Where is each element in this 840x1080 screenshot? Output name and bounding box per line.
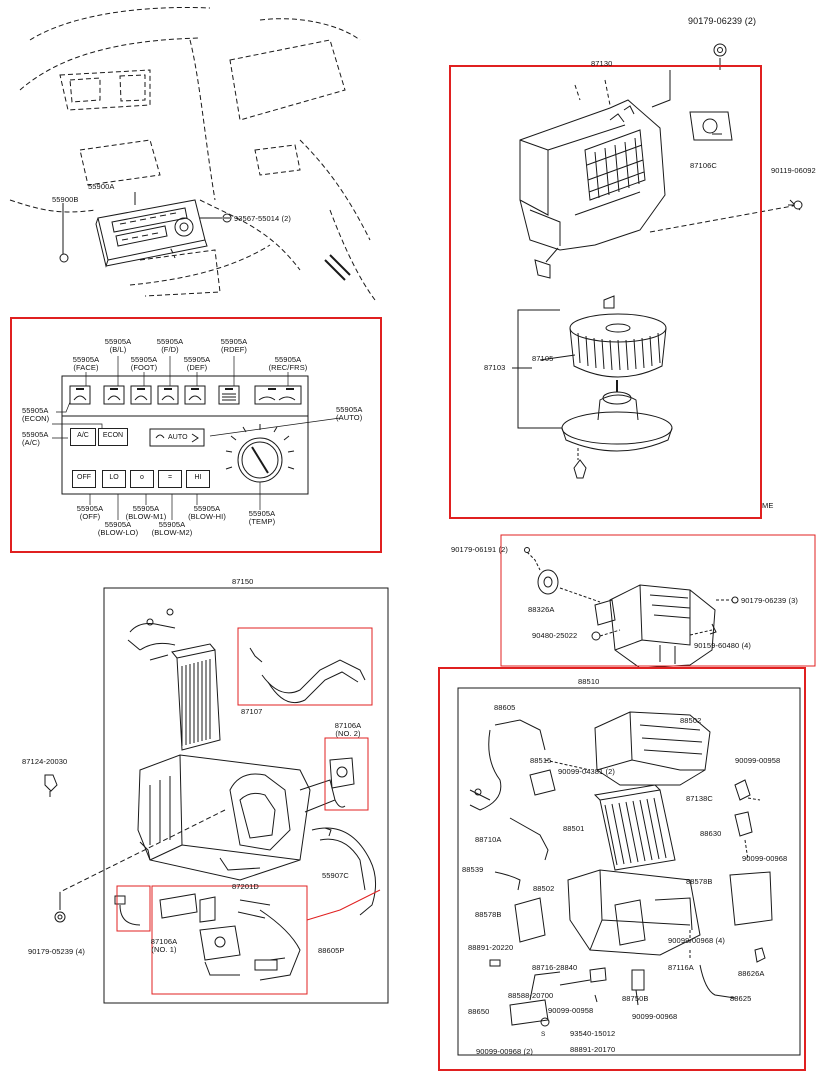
label-blow-m2: 55905A(BLOW-M2): [151, 520, 193, 537]
label-90159-60480: 90159-60480 (4): [694, 641, 751, 650]
label-88588-20700: 88588-20700: [508, 991, 554, 1000]
label-bl: 55905A(B/L): [104, 337, 132, 354]
heater-drawing: [44, 587, 389, 1004]
control-panel-drawing: [61, 375, 309, 495]
label-90480-25022: 90480-25022: [532, 631, 578, 640]
label-88326A: 88326A: [528, 605, 555, 614]
label-87150: 87150: [232, 577, 254, 586]
label-87106C: 87106C: [690, 161, 717, 170]
label-88502-top: 88502: [680, 716, 702, 725]
label-88626A: 88626A: [738, 969, 765, 978]
label-93540-15012: 93540-15012: [570, 1029, 616, 1038]
label-87201D: 87201D: [232, 882, 259, 891]
label-blow-hi: 55905A(BLOW-HI): [188, 504, 226, 521]
label-me: ME: [762, 501, 774, 510]
label-88578B-right: 88578B: [686, 877, 713, 886]
s-mark: S: [541, 1031, 546, 1038]
label-90119-06092: 90119-06092: [771, 166, 816, 175]
label-off: 55905A(OFF): [76, 504, 104, 521]
label-88710A: 88710A: [475, 835, 502, 844]
label-ac: 55905A(A/C): [22, 430, 49, 447]
hi-button: HI: [186, 470, 210, 488]
label-88650: 88650: [468, 1007, 490, 1016]
econ-button: ECON: [98, 428, 128, 446]
label-87116A: 87116A: [668, 963, 694, 972]
label-88891-20170: 88891-20170: [570, 1045, 616, 1054]
label-rdef: 55905A(RDEF): [220, 337, 248, 354]
label-88630: 88630: [700, 829, 722, 838]
label-90099-04381: 90099-04381 (2): [558, 767, 615, 776]
label-88605: 88605: [494, 703, 516, 712]
label-88891-20220: 88891-20220: [468, 943, 514, 952]
label-55900B: 55900B: [52, 195, 79, 204]
label-econ: 55905A(ECON): [22, 406, 50, 423]
blower-drawing: [512, 43, 803, 479]
auto-button-label: AUTO: [168, 434, 188, 441]
label-87124-20030: 87124-20030: [22, 757, 68, 766]
label-87138C: 87138C: [686, 794, 713, 803]
label-87107: 87107: [241, 707, 263, 716]
label-auto: 55905A(AUTO): [336, 405, 363, 422]
lo-button: LO: [102, 470, 126, 488]
label-88502-bottom: 88502: [533, 884, 555, 893]
m2-button: =: [158, 470, 182, 488]
label-90179-06191: 90179-06191 (2): [451, 545, 508, 554]
label-88510: 88510: [578, 677, 600, 686]
label-foot: 55905A(FOOT): [130, 355, 158, 372]
label-blow-m1: 55905A(BLOW-M1): [125, 504, 167, 521]
label-90099-00958-b: 90099-00958: [548, 1006, 594, 1015]
cooling-unit-small-drawing: [524, 547, 739, 669]
label-88501: 88501: [563, 824, 585, 833]
label-recfrs: 55905A(REC/FRS): [268, 355, 308, 372]
label-90099-00968-4: 90099-00968 (4): [668, 936, 725, 945]
highlight-frames: [10, 65, 816, 1071]
label-88578B-left: 88578B: [475, 910, 502, 919]
label-90179-06239-2: 90179-06239 (2): [688, 16, 757, 26]
label-90099-00958-a: 90099-00958: [735, 756, 781, 765]
m1-button: o: [130, 470, 154, 488]
label-def: 55905A(DEF): [183, 355, 211, 372]
label-87105: 87105: [532, 354, 554, 363]
label-88716-28840: 88716-28840: [532, 963, 578, 972]
label-88515: 88515: [530, 756, 552, 765]
label-87103: 87103: [484, 363, 506, 372]
label-55900A: 55900A: [88, 182, 115, 191]
climate-head-unit: [95, 199, 208, 268]
label-temp: 55905A(TEMP): [248, 509, 276, 526]
label-90099-00968-2: 90099-00968 (2): [476, 1047, 533, 1056]
label-88625: 88625: [730, 994, 752, 1003]
cooler-drawing: [457, 687, 801, 1056]
label-blow-lo: 55905A(BLOW-LO): [97, 520, 139, 537]
control-panel-leaders: [52, 356, 341, 520]
label-90179-06239-3: 90179-06239 (3): [741, 596, 798, 605]
label-fd: 55905A(F/D): [156, 337, 184, 354]
label-88539: 88539: [462, 865, 484, 874]
label-87130: 87130: [591, 59, 613, 68]
label-88605P: 88605P: [318, 946, 345, 955]
label-90099-00968-a: 90099-00968: [742, 854, 788, 863]
label-88750B: 88750B: [622, 994, 649, 1003]
label-55907C: 55907C: [322, 871, 349, 880]
label-90099-00968-b: 90099-00968: [632, 1012, 678, 1021]
label-87106A-no2: 87106A(NO. 2): [334, 721, 362, 738]
label-93567-55014: 93567-55014 (2): [234, 214, 291, 223]
label-87106A-no1: 87106A(NO. 1): [150, 937, 178, 954]
off-button: OFF: [72, 470, 96, 488]
label-face: 55905A(FACE): [72, 355, 100, 372]
label-90179-05239: 90179-05239 (4): [28, 947, 85, 956]
ac-button: A/C: [70, 428, 96, 446]
